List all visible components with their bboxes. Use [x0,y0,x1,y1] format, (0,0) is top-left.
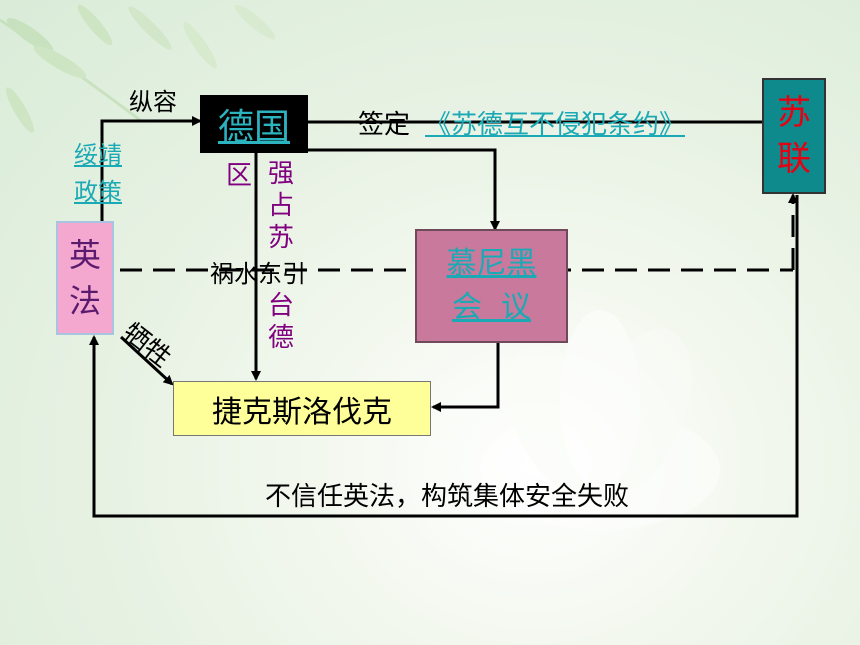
label-vertical-part2: 台德 [267,291,294,353]
munich-czech-line [431,343,500,412]
node-czechoslovakia: 捷克斯洛伐克 [173,381,431,436]
label-eastward: 祸水东引 [210,260,306,288]
node-munich-conference-label: 慕尼黑 会 议 [446,246,537,325]
label-vertical-part1: 强占苏 [267,159,294,253]
appease-line [100,116,202,221]
node-germany-label: 德国 [217,107,290,148]
node-germany: 德国 [200,95,308,153]
node-soviet-union: 苏 联 [762,78,826,194]
distrust-line [89,195,799,518]
node-britain-france: 英 法 [56,221,114,335]
node-czechoslovakia-label: 捷克斯洛伐克 [212,394,392,430]
label-appeasement-policy: 绥靖 政策 [74,141,122,206]
sacrifice-line [119,335,174,386]
germany-munich-line [308,148,500,231]
label-connive: 纵容 [129,88,177,116]
label-vertical-purple: 强占苏 台德 [266,158,296,354]
label-qu: 区 [226,161,253,191]
node-britain-france-label: 英 法 [68,236,101,320]
node-munich-conference: 慕尼黑 会 议 [415,229,568,343]
label-treaty: 《苏德互不侵犯条约》 [425,110,686,140]
node-soviet-union-label: 苏 联 [777,93,811,179]
label-distrust: 不信任英法，构筑集体安全失败 [265,482,630,512]
label-sign: 签定 [358,110,411,140]
